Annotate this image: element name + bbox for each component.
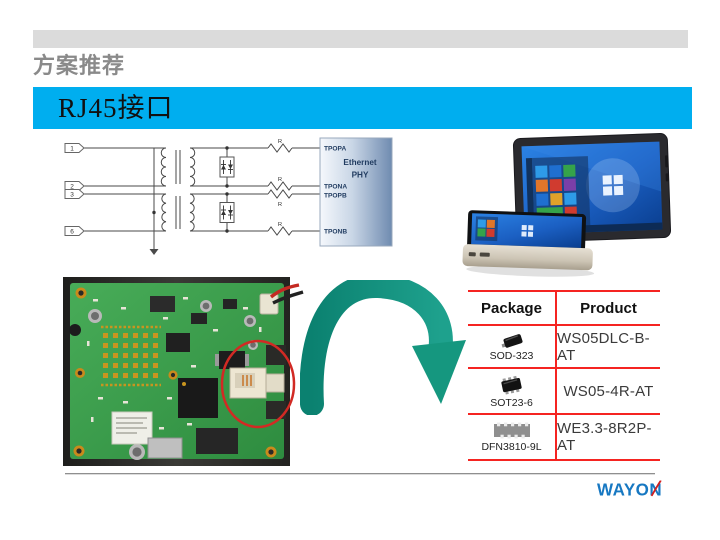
resistor-label: R <box>278 222 282 228</box>
curved-arrow <box>300 280 466 415</box>
resistor-label: R <box>278 202 282 208</box>
ic-chips <box>150 296 249 454</box>
module-footprint <box>101 325 161 387</box>
footer-divider <box>65 473 655 474</box>
product-name: WE3.3-8R2P-AT <box>555 415 660 459</box>
wayon-logo-text: WAYON <box>597 479 663 500</box>
rj45-connector <box>229 367 285 399</box>
wayon-logo: WAYON <box>597 480 662 501</box>
title-banner: RJ45接口 <box>33 87 692 129</box>
black-wire <box>272 290 304 305</box>
pin-flags <box>64 143 85 236</box>
sim-slot <box>147 437 183 459</box>
phy-port-tpopa: TPOPA <box>324 146 346 153</box>
phy-port-tpona: TPONA <box>324 184 347 191</box>
product-name: WS05-4R-AT <box>555 369 660 413</box>
red-wire <box>269 283 300 299</box>
ethernet-phy-box <box>319 137 393 247</box>
tvs-diode-b <box>219 202 235 223</box>
capacitors <box>69 300 258 460</box>
pin-3-label: 3 <box>70 191 74 198</box>
pin-1-label: 1 <box>70 145 74 152</box>
mini-pc <box>462 210 595 277</box>
product-column-header: Product <box>555 292 660 324</box>
windows-logo-icon <box>602 174 624 196</box>
parts-table: Package Product SOD-323 WS05DLC-B-AT <box>468 290 660 461</box>
mounting-holes <box>73 287 277 458</box>
page-title: RJ45接口 <box>58 93 174 123</box>
table-row: SOT23-6 WS05-4R-AT <box>468 369 660 415</box>
package-name: DFN3810-9L <box>481 441 542 453</box>
dfn3810-9l-package-icon <box>493 422 530 439</box>
package-name: SOD-323 <box>489 349 534 362</box>
pin-2-label: 2 <box>70 183 74 190</box>
table-row: SOD-323 WS05DLC-B-AT <box>468 326 660 369</box>
top-accent-bar <box>33 30 688 48</box>
highlight-circle <box>220 339 296 429</box>
product-name: WS05DLC-B-AT <box>555 326 660 367</box>
sot23-6-package-icon <box>500 375 522 394</box>
resistor-label: R <box>278 139 282 145</box>
passive-components <box>87 297 262 430</box>
tvs-diode-a <box>219 156 235 178</box>
package-column-header: Package <box>481 299 542 317</box>
sod-323-package-icon <box>501 333 523 348</box>
ground-symbol <box>149 249 159 255</box>
package-name: SOT23-6 <box>490 396 533 409</box>
rj45-schematic-diagram: 1 2 3 6 R R R R TPOPA Ethernet PHY TPONA… <box>64 137 393 255</box>
pcb-photo <box>63 277 304 466</box>
phy-port-tpopb: TPOPB <box>324 193 347 200</box>
phy-name-line1: Ethernet <box>343 158 376 167</box>
phy-name-line2: PHY <box>352 171 369 180</box>
wire-connector <box>259 293 279 315</box>
slide-kicker: 方案推荐 <box>33 53 126 78</box>
resistor-label: R <box>278 177 282 183</box>
table-row: DFN3810-9L WE3.3-8R2P-AT <box>468 415 660 461</box>
device-photo <box>462 133 672 277</box>
phy-port-tponb: TPONB <box>324 229 347 236</box>
table-header-row: Package Product <box>468 292 660 326</box>
pin-6-label: 6 <box>70 228 74 235</box>
